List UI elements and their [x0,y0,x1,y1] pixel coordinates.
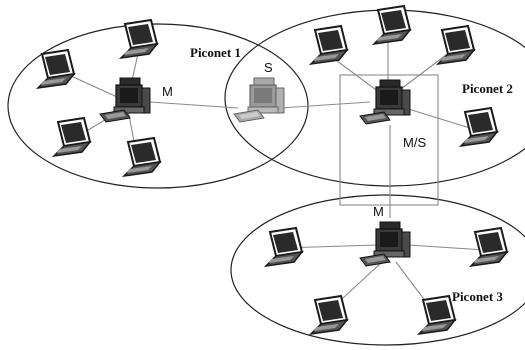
piconet-1-laptop-top [120,19,158,59]
piconet-3-laptop-left [265,227,303,267]
bridge-slave-role-label: S [264,60,273,75]
piconet-3-label: Piconet 3 [452,289,503,304]
connection-lines [57,35,486,311]
piconet-1-laptop-bottom [123,137,161,177]
piconet-1-laptop-left [37,49,75,89]
master-3-role-label: M [373,204,384,219]
piconet-1-label: Piconet 1 [190,45,241,60]
piconet-1-laptop-bottom-left [53,117,91,157]
piconet-3-laptop-right [470,227,508,267]
piconet-2-label: Piconet 2 [462,81,513,96]
master-1-role-label: M [162,84,173,99]
piconet-1-master-computer [99,77,151,123]
piconet-2-laptop-top [373,5,411,45]
piconet-3-master-computer [359,221,411,267]
piconet-3-laptop-bottom-right [418,295,456,335]
piconet-3-laptop-bottom-left [310,295,348,335]
piconet-2-laptop-left [310,25,348,65]
piconet-2-laptop-right [437,25,475,65]
bridge-slave-computer [233,77,285,123]
piconet-3-boundary [230,194,525,346]
master-slave-role-label: M/S [403,135,426,150]
